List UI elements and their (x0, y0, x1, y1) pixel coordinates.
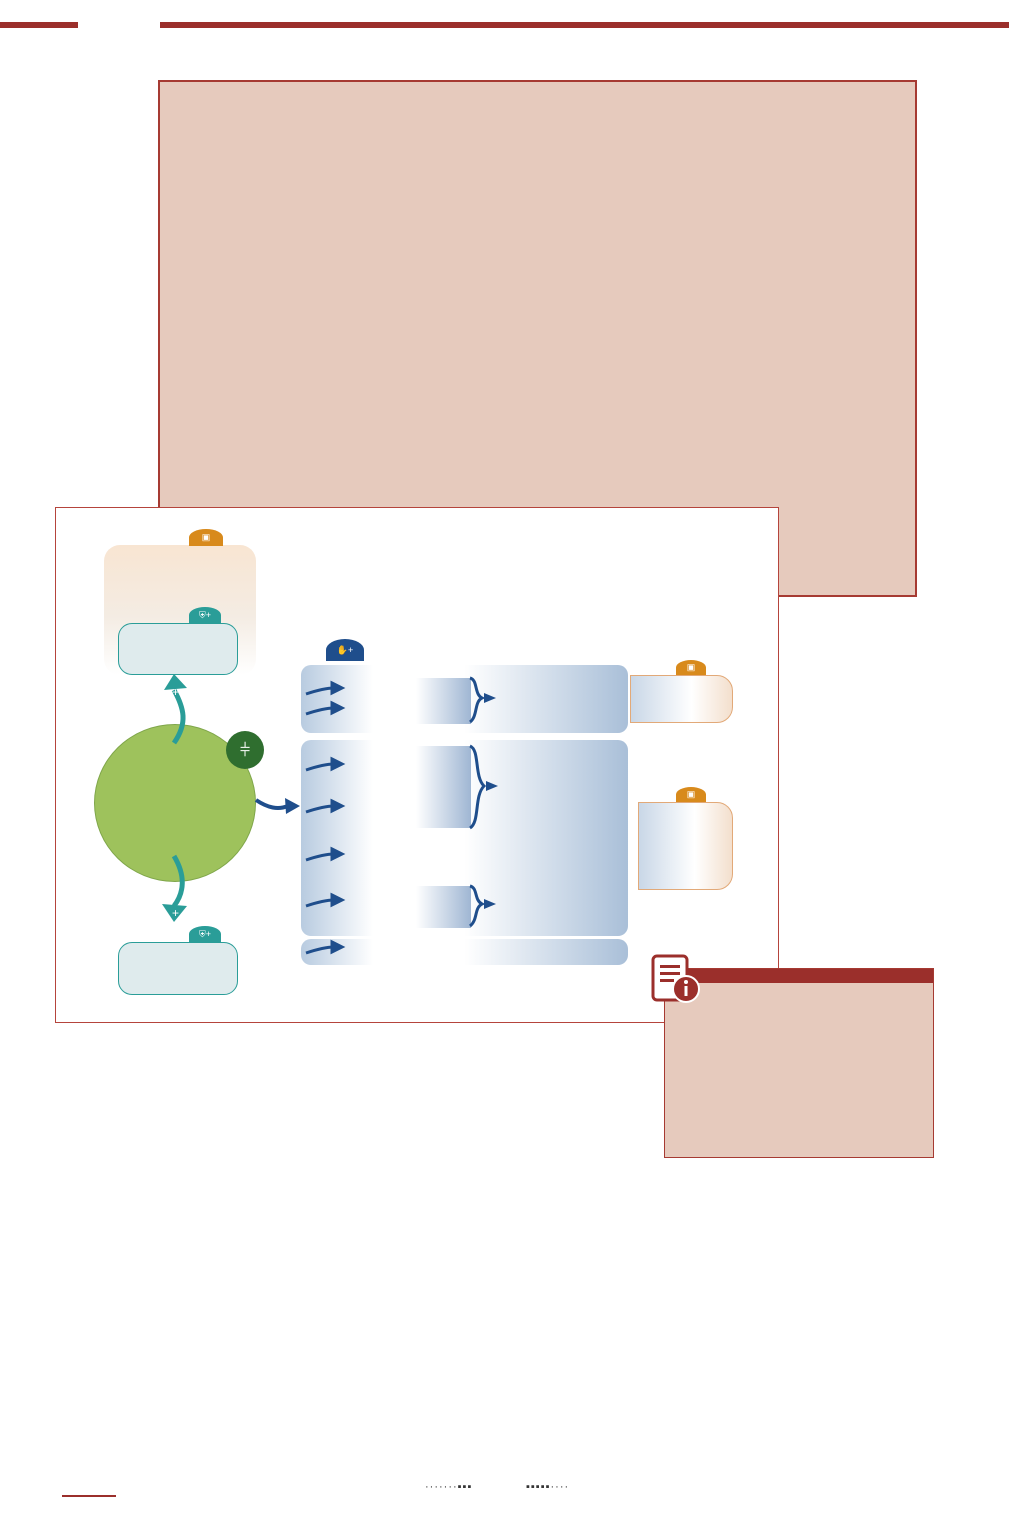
output-box-2 (638, 802, 733, 890)
header-rule-left (0, 22, 78, 28)
svg-text:+: + (172, 685, 179, 699)
diagram-connectors: + + (162, 674, 498, 955)
flow-block-3 (416, 886, 471, 928)
footer-dots-right: ▪▪▪▪▪···· (526, 1481, 570, 1493)
document-info-icon (650, 953, 702, 1005)
shield-plus-icon: ⛨+ (189, 926, 221, 942)
teal-arrow-up (171, 688, 186, 745)
shield-plus-icon: ⛨+ (189, 607, 221, 623)
footer-rule (62, 1495, 116, 1497)
info-panel-header-bar (665, 969, 933, 983)
figure-frame: ▣ ⛨+ ⛨+ ⫩ ✋+ ▣ ▣ + + (55, 507, 779, 1023)
navy-arrow-main (254, 798, 289, 810)
braces (468, 676, 487, 928)
building-icon: ▣ (676, 660, 706, 675)
teal-arrow-down (171, 854, 185, 908)
flow-group-3 (301, 939, 628, 965)
flow-block-2 (416, 746, 471, 828)
header-rule-right (160, 22, 1009, 28)
signpost-icon: ⫩ (226, 731, 264, 769)
building-icon: ▣ (676, 787, 706, 802)
brace-arrows (484, 693, 498, 909)
footer-dots-left: ·······▪▪▪ (425, 1481, 473, 1493)
info-panel (664, 968, 934, 1158)
building-icon: ▣ (189, 529, 223, 546)
top-teal-box (118, 623, 238, 675)
hand-plus-icon: ✋+ (326, 639, 364, 661)
bottom-teal-box (118, 942, 238, 995)
output-box-1 (630, 675, 733, 723)
svg-text:+: + (172, 906, 179, 920)
flow-block-1 (416, 678, 471, 724)
row-arrows (305, 680, 346, 955)
